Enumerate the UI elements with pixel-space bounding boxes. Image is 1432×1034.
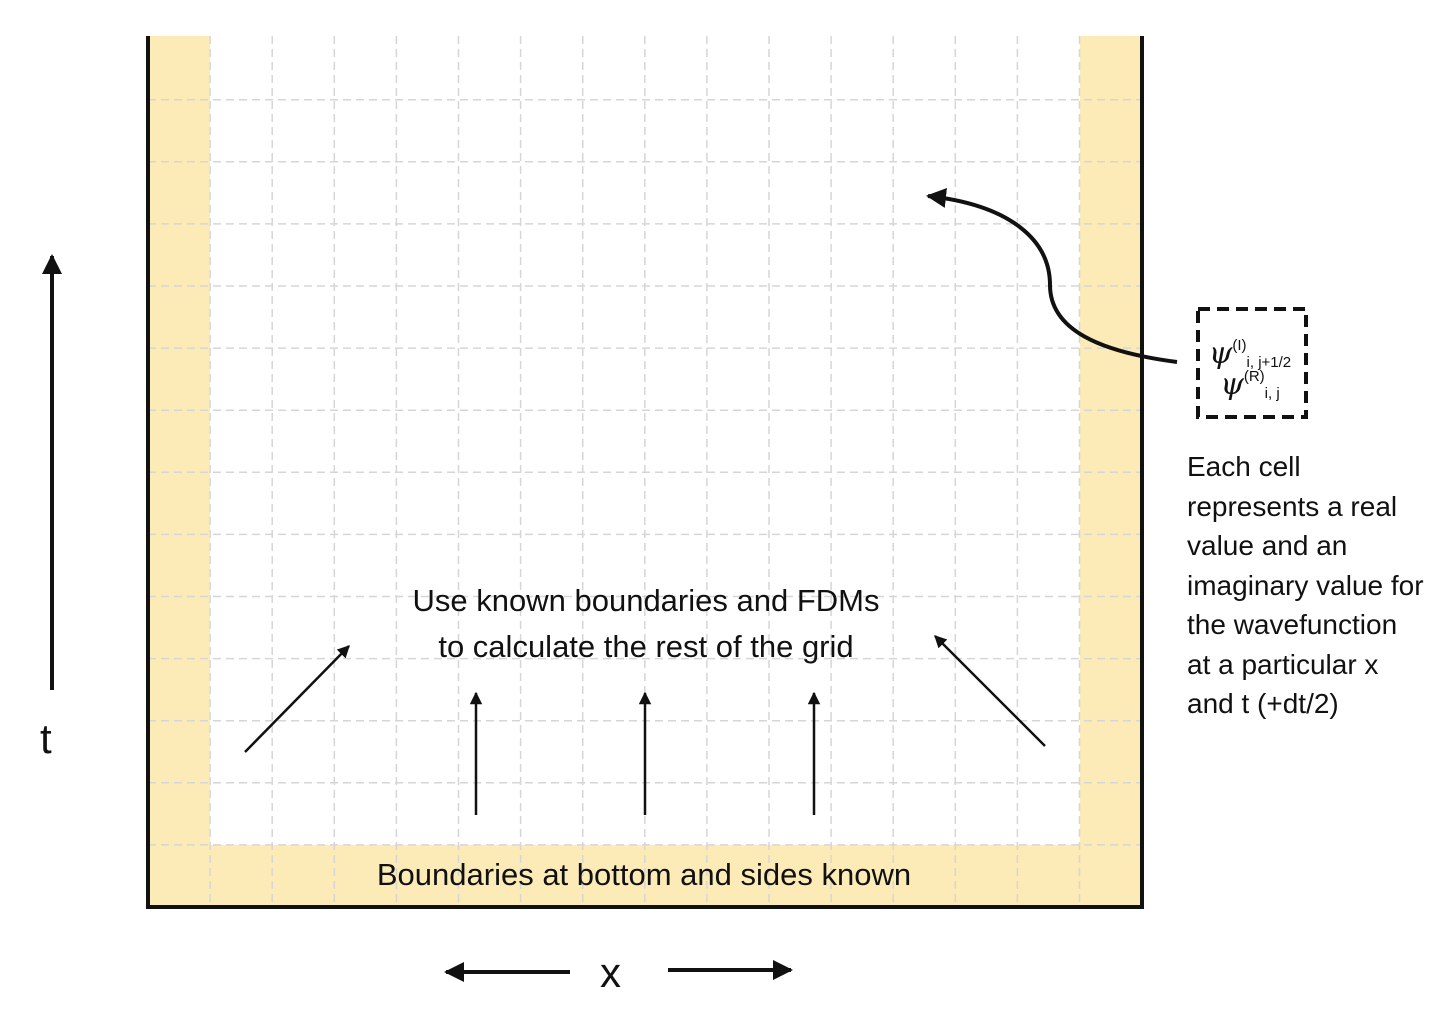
psi-imaginary-term: ψ(I)i, j+1/2 (1196, 331, 1304, 378)
psi-symbol: ψ (1208, 336, 1233, 371)
grid-lines (148, 36, 1142, 907)
cell-explanation-note: Each cell represents a real value and an… (1187, 451, 1424, 719)
psi-imaginary-superscript: (I) (1232, 337, 1247, 354)
left-boundary-column (148, 36, 210, 907)
psi-imaginary-subscript: i, j+1/2 (1246, 354, 1292, 371)
boundary-note: Boundaries at bottom and sides known (376, 857, 912, 892)
method-note-line-2: to calculate the rest of the grid (438, 629, 854, 664)
method-note: Use known boundaries and FDMs to calcula… (370, 578, 922, 670)
propagation-arrow-left-diagonal (244, 645, 350, 753)
psi-real-term: ψ(R)i, j (1196, 362, 1304, 409)
psi-symbol: ψ (1220, 367, 1244, 402)
psi-real-subscript: i, j (1264, 385, 1280, 402)
propagation-arrow-right-diagonal (934, 635, 1046, 747)
method-note-line-1: Use known boundaries and FDMs (412, 583, 880, 618)
cell-example-box: ψ(I)i, j+1/2 ψ(R)i, j (1196, 307, 1304, 415)
cell-box-outline (1196, 307, 1308, 419)
right-boundary-column (1080, 36, 1142, 907)
t-axis-label: t (40, 715, 52, 762)
cell-callout-arrow (926, 188, 1178, 364)
psi-real-superscript: (R) (1243, 368, 1265, 385)
x-axis-label: x (600, 949, 621, 996)
